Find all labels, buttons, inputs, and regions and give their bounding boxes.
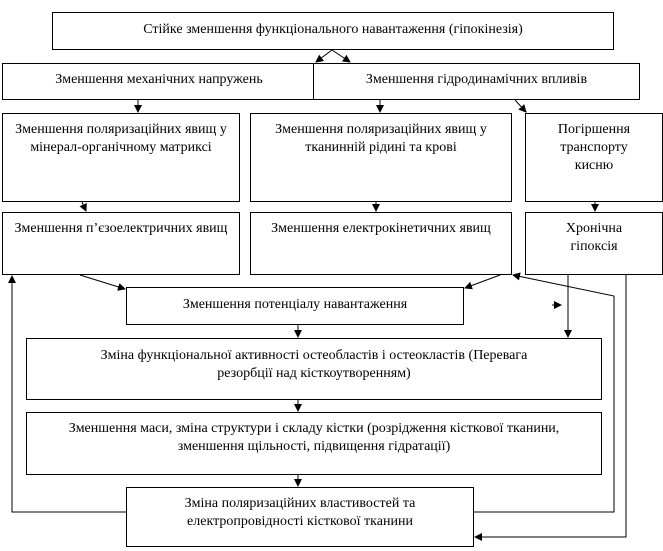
arrow-polmin-piezo (79, 201, 87, 212)
box-electrokin-text: Зменшення електрокінетичних явищ (271, 221, 491, 236)
box-mass-text: Зменшення маси, зміна структури і складу… (68, 421, 560, 454)
box-final-text: Зміна поляризаційних властивостей та еле… (184, 496, 416, 529)
box-mass: Зменшення маси, зміна структури і складу… (26, 412, 602, 475)
box-pol-fluid-text: Зменшення поляризаційних явищ у тканинні… (275, 122, 487, 155)
box-osteo: Зміна функціональної активності остеобла… (26, 338, 602, 400)
box-final: Зміна поляризаційних властивостей та еле… (126, 487, 474, 547)
box-hydro-text: Зменшення гідродинамічних впливів (365, 72, 588, 87)
box-transport: Погіршення транспорту кисню (525, 113, 663, 202)
box-mech: Зменшення механічних напружень (2, 63, 316, 100)
arrow-top-hydro (331, 49, 351, 63)
box-hypoxia-text: Хронічна гіпоксія (565, 221, 623, 254)
box-hydro: Зменшення гідродинамічних впливів (313, 63, 640, 100)
box-pol-min: Зменшення поляризаційних явищ у мінерал-… (2, 113, 240, 202)
box-hypoxia: Хронічна гіпоксія (525, 212, 663, 275)
box-electrokin: Зменшення електрокінетичних явищ (250, 212, 512, 275)
box-piezo-text: Зменшення п’єзоелектричних явищ (14, 221, 228, 236)
box-potential-text: Зменшення потенціалу навантаження (182, 297, 408, 312)
box-top-text: Стійке зменшення функціонального наванта… (143, 22, 523, 37)
arrow-hypoxia-final (474, 275, 627, 541)
box-transport-text: Погіршення транспорту кисню (557, 122, 631, 173)
box-piezo: Зменшення п’єзоелектричних явищ (2, 212, 240, 275)
box-pol-fluid: Зменшення поляризаційних явищ у тканинні… (250, 113, 512, 202)
box-osteo-text: Зміна функціональної активності остеобла… (100, 348, 528, 381)
arrow-top-mech (315, 49, 333, 63)
box-potential: Зменшення потенціалу навантаження (126, 287, 464, 325)
arrow-piezo-potential (79, 274, 126, 291)
arrow-electrokin-potential (464, 274, 501, 290)
arrow-hydro-transport (514, 99, 527, 113)
box-pol-min-text: Зменшення поляризаційних явищ у мінерал-… (15, 122, 227, 155)
box-top: Стійке зменшення функціонального наванта… (52, 12, 614, 50)
box-mech-text: Зменшення механічних напружень (55, 72, 263, 87)
